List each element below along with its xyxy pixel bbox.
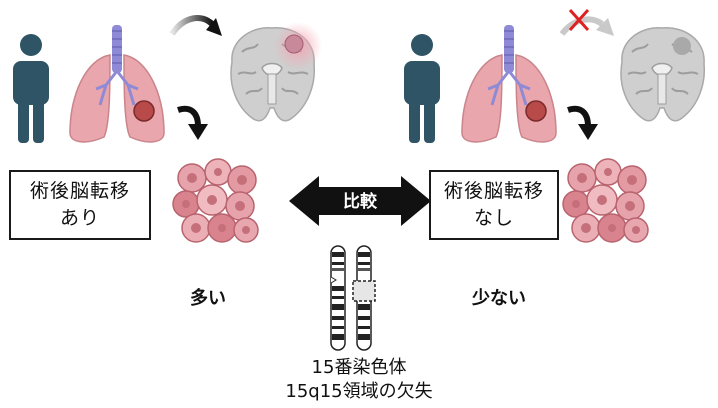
curved-arrow-icon-left-top: [169, 15, 222, 36]
tumor-cells-icon-right: [562, 158, 649, 243]
left-outcome: 多い: [190, 288, 226, 309]
lungs-icon-left: [69, 25, 165, 143]
deletion-region: [352, 280, 376, 302]
compare-double-arrow: 比較: [289, 176, 431, 226]
lungs-icon-right: [461, 25, 557, 143]
person-icon-right: [404, 34, 440, 143]
caption: 15番染色体 15q15領域の欠失: [250, 356, 468, 404]
lung-tumor-right: [525, 100, 547, 122]
right-outcome: 少ない: [472, 288, 526, 309]
curved-arrow-icon-right-down: [567, 105, 598, 140]
compare-label: 比較: [343, 191, 378, 212]
person-icon-left: [13, 34, 49, 143]
brain-tumor-left: [284, 34, 304, 54]
chromosome-right: [352, 245, 376, 351]
right-label-line1: 術後脳転移: [443, 180, 544, 202]
lung-tumor-left: [133, 100, 155, 122]
caption-line1: 15番染色体: [311, 357, 407, 378]
caption-line2: 15q15領域の欠失: [285, 381, 433, 402]
curved-arrow-icon-right-top: [559, 8, 614, 36]
chromosome-left: [330, 245, 346, 351]
left-label-box: 術後脳転移 あり: [9, 170, 151, 240]
right-label-box: 術後脳転移 なし: [429, 170, 559, 240]
left-label-line1: 術後脳転移: [29, 180, 130, 202]
cross-icon: [568, 8, 590, 32]
brain-icon-left: [230, 22, 322, 122]
tumor-cells-icon-left: [172, 158, 259, 243]
chromosome-icon: [330, 245, 376, 351]
brain-icon-right: [620, 27, 706, 122]
brain-spot-right: [673, 37, 691, 55]
right-label-line2: なし: [473, 207, 514, 229]
curved-arrow-icon-left-down: [177, 105, 208, 140]
left-label-line2: あり: [59, 207, 100, 229]
